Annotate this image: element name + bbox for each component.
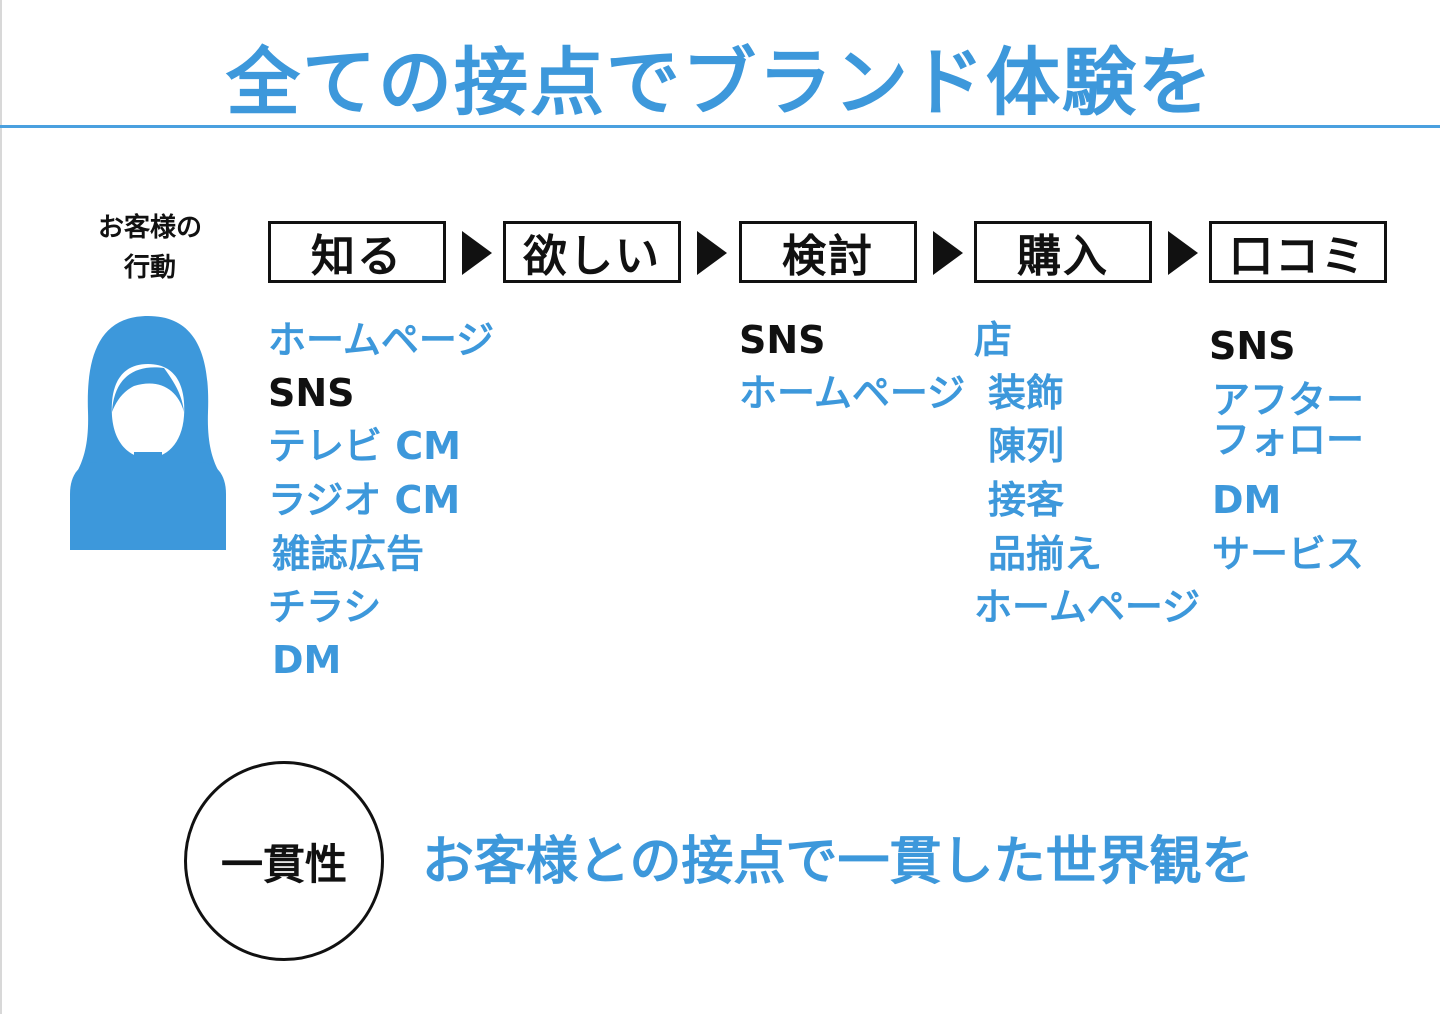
touchpoint-item: テレビ CM — [268, 424, 461, 468]
touchpoint-item: SNS — [268, 371, 355, 415]
touchpoint-item: SNS — [739, 318, 826, 362]
woman-icon — [70, 316, 226, 550]
touchpoint-item: DM — [272, 638, 342, 682]
actor-label-line1: お客様の — [97, 213, 202, 243]
page-left-border — [0, 0, 2, 1014]
consistency-circle: 一貫性 — [184, 761, 384, 961]
touchpoint-item: 品揃え — [988, 532, 1103, 576]
touchpoint-item: チラシ — [268, 585, 382, 629]
stage-want: 欲しい — [503, 221, 681, 283]
arrow-right-icon — [697, 231, 727, 275]
consistency-label: 一貫性 — [220, 839, 347, 889]
arrow-right-icon — [462, 231, 492, 275]
touchpoint-item: フォロー — [1212, 418, 1365, 462]
actor-label: お客様の 行動 — [80, 208, 220, 288]
touchpoint-item: ホームページ — [268, 318, 495, 362]
arrow-right-icon — [1168, 231, 1198, 275]
stage-know: 知る — [268, 221, 446, 283]
stage-review: 口コミ — [1209, 221, 1387, 283]
touchpoint-item: ラジオ CM — [268, 478, 461, 522]
touchpoint-item: サービス — [1212, 532, 1365, 576]
touchpoint-item: SNS — [1209, 324, 1296, 368]
stage-consider: 検討 — [739, 221, 917, 283]
touchpoint-item: アフター — [1212, 378, 1365, 422]
title-divider — [0, 125, 1440, 128]
stage-purchase: 購入 — [974, 221, 1152, 283]
page-title: 全ての接点でブランド体験を — [226, 40, 1214, 126]
actor-label-line2: 行動 — [123, 253, 176, 283]
touchpoint-item: DM — [1212, 478, 1282, 522]
touchpoint-item: ホームページ — [739, 371, 966, 415]
arrow-right-icon — [933, 231, 963, 275]
touchpoint-item: 陳列 — [988, 424, 1065, 468]
consistency-message: お客様との接点で一貫した世界観を — [422, 832, 1254, 892]
touchpoint-item: 雑誌広告 — [272, 532, 425, 576]
touchpoint-item: 接客 — [988, 478, 1065, 522]
touchpoint-item: 装飾 — [988, 371, 1065, 415]
touchpoint-item: 店 — [974, 318, 1013, 362]
touchpoint-item: ホームページ — [974, 585, 1201, 629]
